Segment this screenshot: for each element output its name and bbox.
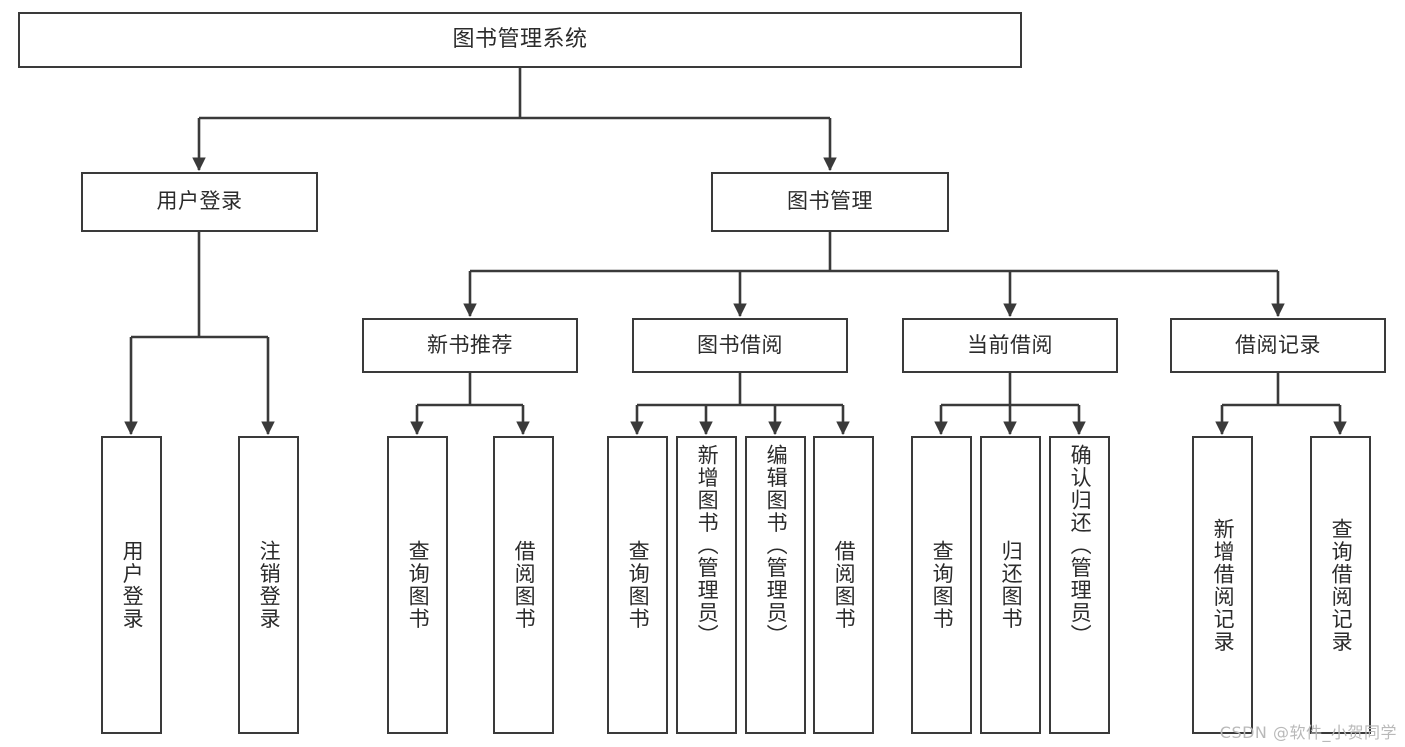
node-label: 借阅图书: [832, 540, 857, 630]
node-label: 新增借阅记录: [1211, 517, 1236, 653]
leaf-query-borrow-record[interactable]: 查询借阅记录: [1310, 436, 1371, 734]
node-label: 注销登录: [257, 540, 282, 630]
node-root-book-management-system[interactable]: 图书管理系统: [18, 12, 1022, 68]
node-label: 查询图书: [626, 540, 651, 630]
node-label: 查询图书: [406, 540, 431, 630]
leaf-add-book-admin[interactable]: 新增图书（管理员）: [676, 436, 737, 734]
node-label: 当前借阅: [967, 332, 1053, 357]
leaf-return-book[interactable]: 归还图书: [980, 436, 1041, 734]
leaf-query-book-recommend[interactable]: 查询图书: [387, 436, 448, 734]
node-label: 新增图书（管理员）: [695, 444, 720, 647]
leaf-user-login[interactable]: 用户登录: [101, 436, 162, 734]
node-new-book-recommend[interactable]: 新书推荐: [362, 318, 578, 373]
node-label: 用户登录: [120, 540, 145, 630]
node-label: 确认归还（管理员）: [1068, 444, 1093, 647]
node-label: 用户登录: [156, 189, 243, 214]
leaf-borrow-book-recommend[interactable]: 借阅图书: [493, 436, 554, 734]
leaf-add-borrow-record[interactable]: 新增借阅记录: [1192, 436, 1253, 734]
node-label: 编辑图书（管理员）: [764, 444, 789, 647]
leaf-logout-login[interactable]: 注销登录: [238, 436, 299, 734]
node-label: 查询图书: [930, 540, 955, 630]
node-label: 图书借阅: [697, 332, 783, 357]
node-label: 归还图书: [999, 540, 1024, 630]
node-borrow-record[interactable]: 借阅记录: [1170, 318, 1386, 373]
leaf-confirm-return-admin[interactable]: 确认归还（管理员）: [1049, 436, 1110, 734]
leaf-edit-book-admin[interactable]: 编辑图书（管理员）: [745, 436, 806, 734]
leaf-borrow-book[interactable]: 借阅图书: [813, 436, 874, 734]
node-label: 图书管理系统: [452, 27, 588, 53]
node-label: 图书管理: [787, 189, 873, 214]
node-user-login[interactable]: 用户登录: [81, 172, 318, 232]
watermark-text: CSDN @软件_小贺同学: [1219, 723, 1397, 742]
node-label: 借阅图书: [512, 540, 537, 630]
node-label: 查询借阅记录: [1329, 517, 1354, 653]
node-book-borrow[interactable]: 图书借阅: [632, 318, 848, 373]
node-label: 新书推荐: [427, 332, 513, 357]
node-current-borrow[interactable]: 当前借阅: [902, 318, 1118, 373]
node-label: 借阅记录: [1235, 332, 1321, 357]
node-book-management[interactable]: 图书管理: [711, 172, 949, 232]
leaf-query-book-current[interactable]: 查询图书: [911, 436, 972, 734]
leaf-query-book-borrow[interactable]: 查询图书: [607, 436, 668, 734]
